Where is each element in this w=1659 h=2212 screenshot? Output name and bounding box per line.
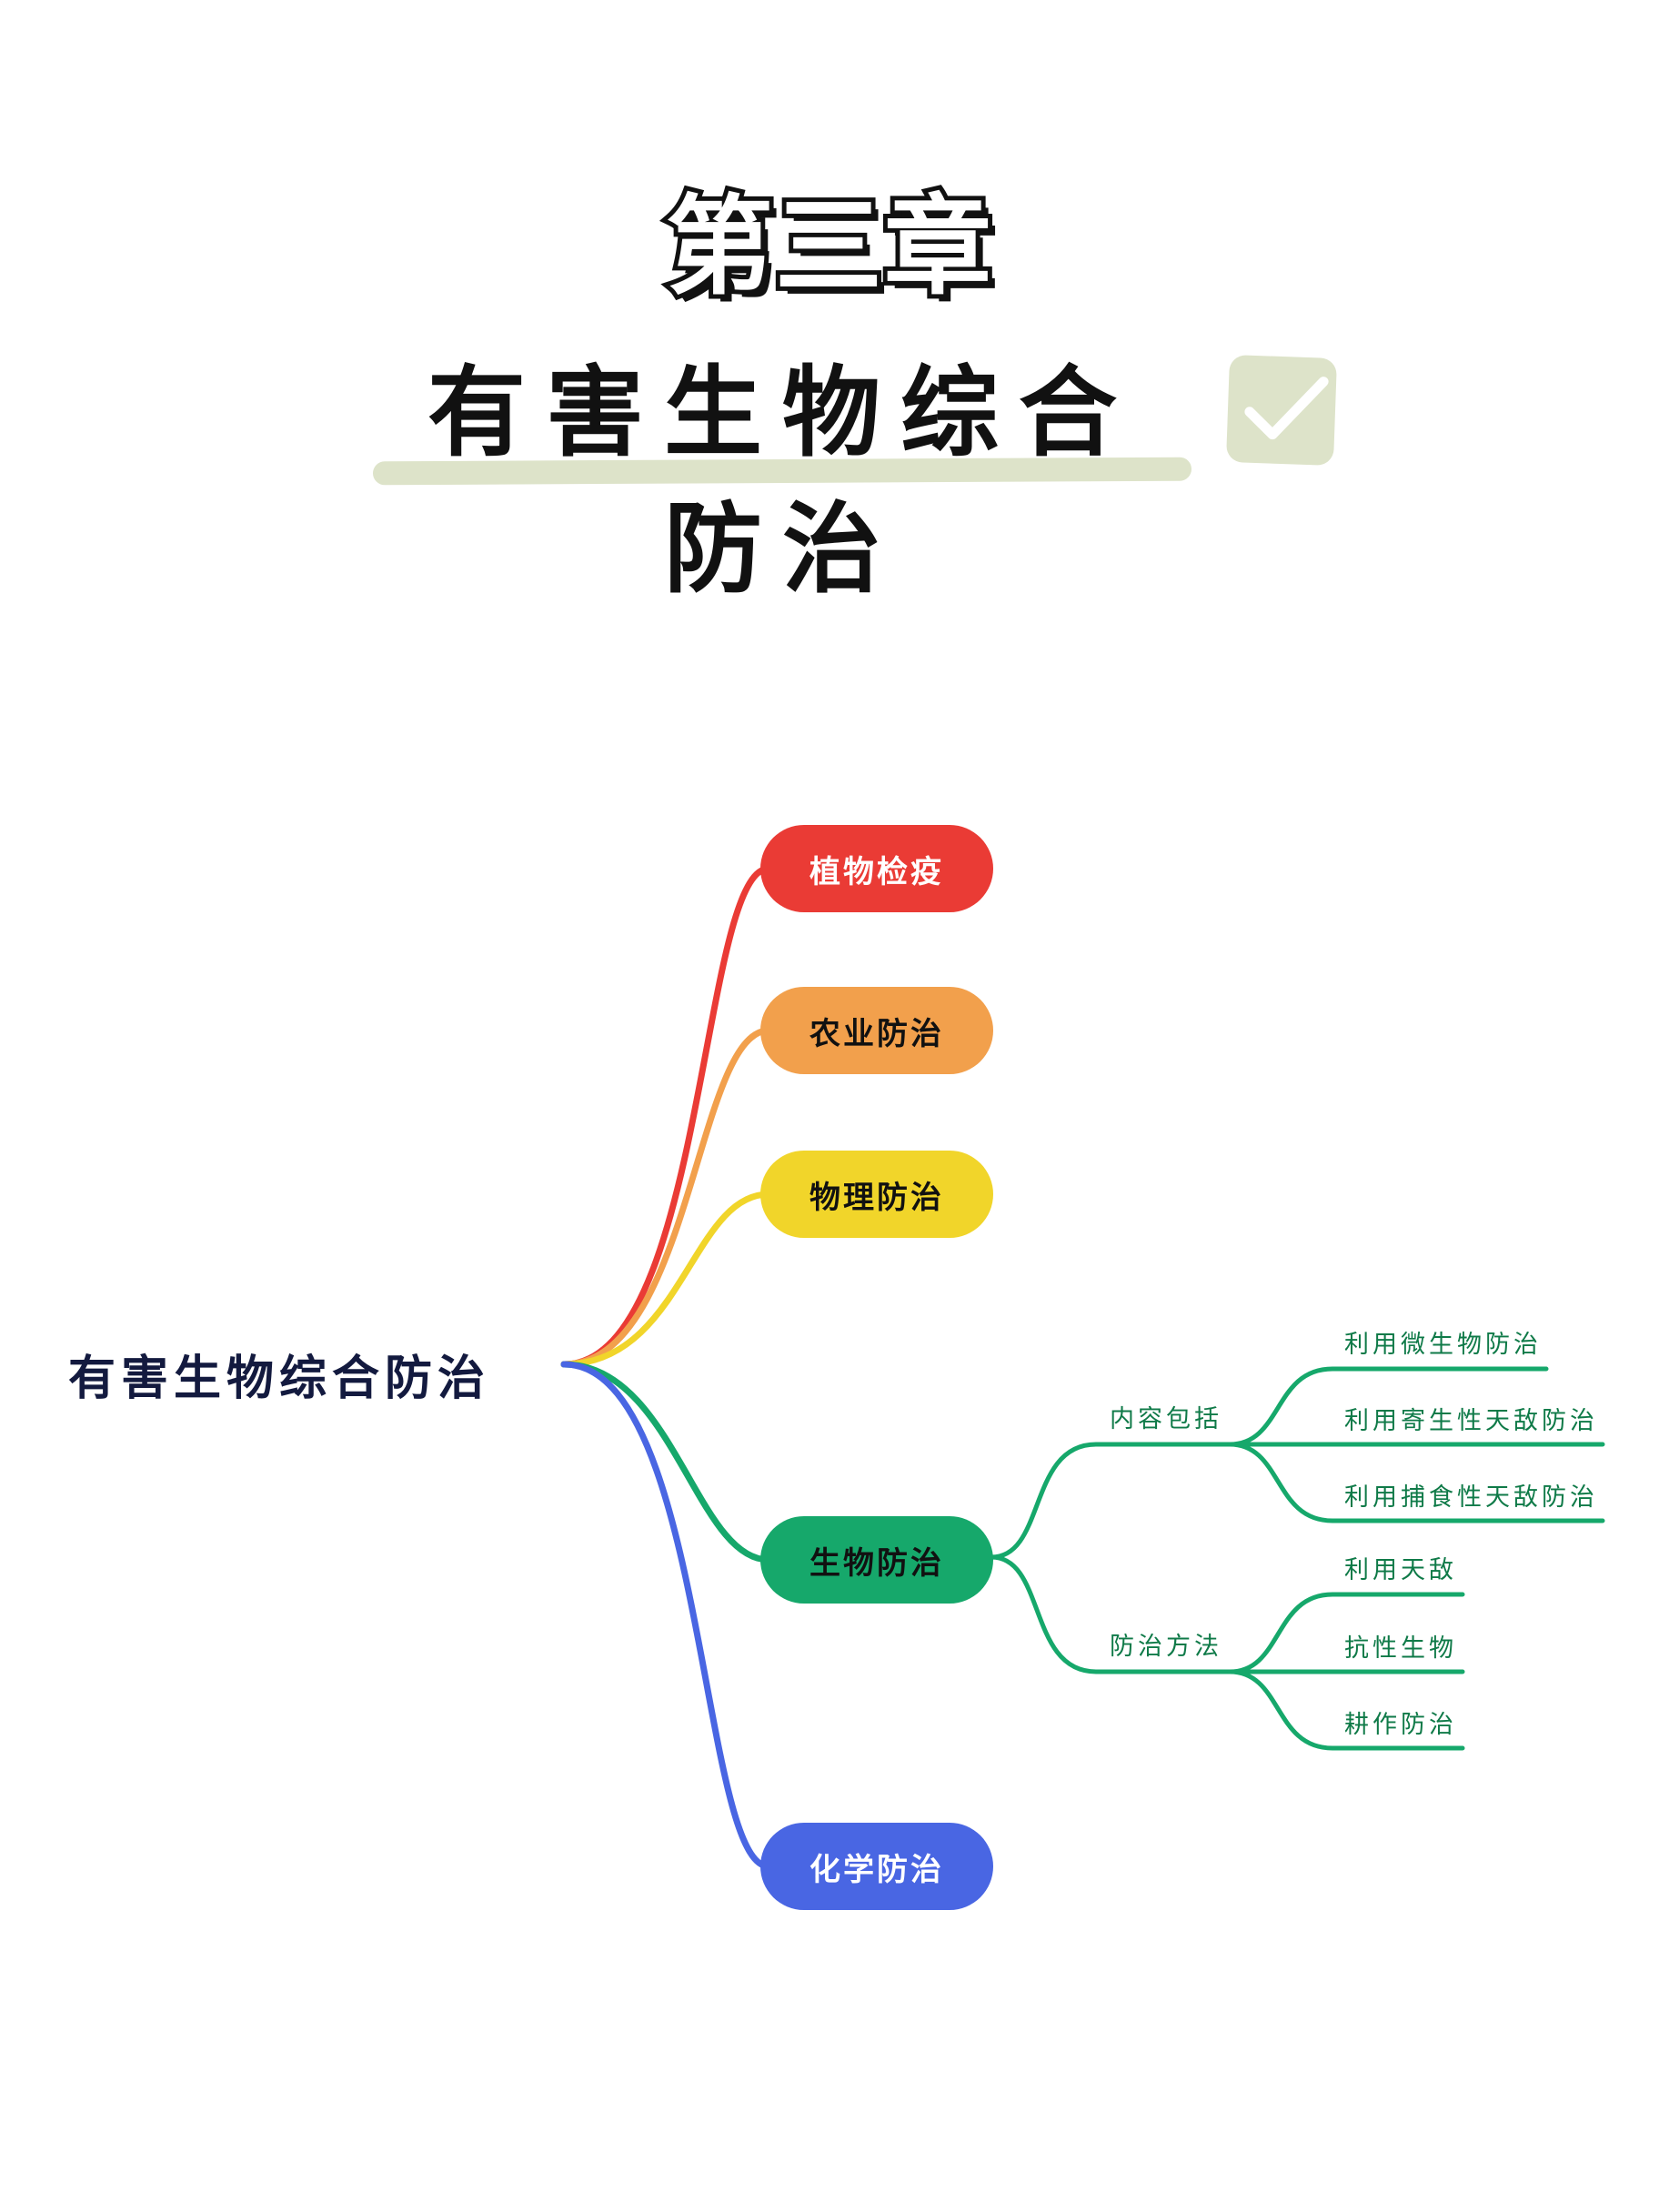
mindmap-root: 有害生物综合防治 (68, 1352, 491, 1406)
node-physical-control: 物理防治 (760, 1151, 993, 1238)
biological-subtree-lines (989, 1366, 1605, 1751)
edge-root-physical (560, 1191, 772, 1368)
sub-node-methods: 防治方法 (1110, 1633, 1222, 1661)
leaf-predatory-enemies: 利用捕食性天敌防治 (1344, 1483, 1598, 1512)
edge-root-agricultural (560, 1027, 772, 1368)
leaf-resistant-organisms: 抗性生物 (1344, 1634, 1457, 1663)
leaf-parasitic-enemies: 利用寄生性天敌防治 (1344, 1407, 1598, 1435)
title-block: 有害生物综合防治 (372, 346, 1192, 607)
sub-node-contents: 内容包括 (1110, 1405, 1222, 1433)
edge-root-biological (560, 1361, 772, 1563)
node-agricultural-control: 农业防治 (760, 987, 993, 1074)
chapter-heading: 第三章 (661, 179, 996, 314)
checkmark-icon (1225, 354, 1338, 467)
leaf-natural-enemies: 利用天敌 (1344, 1556, 1457, 1584)
node-plant-quarantine: 植物检疫 (760, 825, 993, 912)
edge-root-chemical (560, 1361, 772, 1870)
leaf-cultivation-control: 耕作防治 (1344, 1711, 1457, 1739)
leaf-microbial-control: 利用微生物防治 (1344, 1331, 1542, 1359)
node-biological-control: 生物防治 (760, 1516, 993, 1604)
node-chemical-control: 化学防治 (760, 1823, 993, 1910)
edge-root-plant-quarantine (560, 865, 772, 1368)
page-title: 有害生物综合防治 (427, 357, 1137, 607)
